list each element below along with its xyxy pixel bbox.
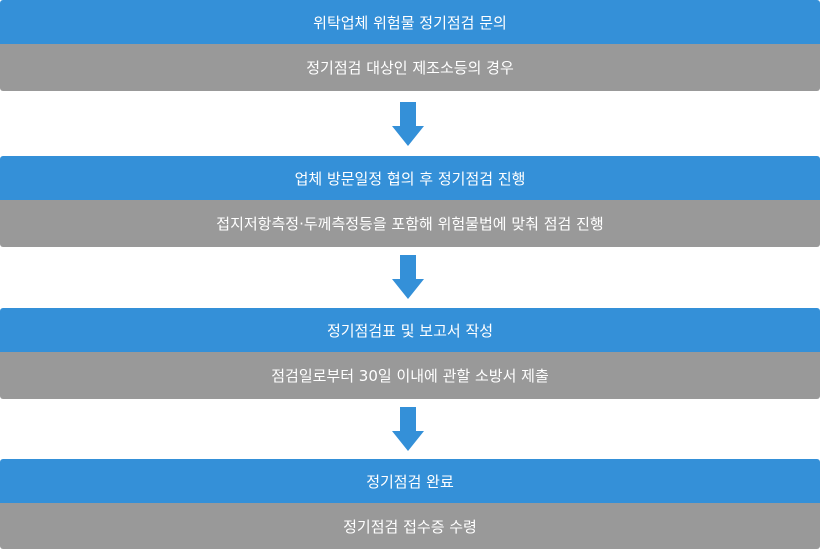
step-1: 위탁업체 위험물 정기점검 문의 정기점검 대상인 제조소등의 경우 — [0, 0, 820, 91]
arrow-down-icon — [392, 407, 424, 451]
step-description: 정기점검 대상인 제조소등의 경우 — [0, 44, 820, 91]
step-2: 업체 방문일정 협의 후 정기점검 진행 접지저항측정·두께측정등을 포함해 위… — [0, 156, 820, 247]
step-4: 정기점검 완료 정기점검 접수증 수령 — [0, 459, 820, 549]
step-title: 정기점검 완료 — [0, 459, 820, 503]
step-description: 정기점검 접수증 수령 — [0, 503, 820, 549]
step-description: 점검일로부터 30일 이내에 관할 소방서 제출 — [0, 352, 820, 399]
arrow-down-icon — [392, 255, 424, 299]
step-3: 정기점검표 및 보고서 작성 점검일로부터 30일 이내에 관할 소방서 제출 — [0, 308, 820, 399]
arrow-down-icon — [392, 102, 424, 146]
step-description: 접지저항측정·두께측정등을 포함해 위험물법에 맞춰 점검 진행 — [0, 200, 820, 247]
step-title: 위탁업체 위험물 정기점검 문의 — [0, 0, 820, 44]
step-title: 업체 방문일정 협의 후 정기점검 진행 — [0, 156, 820, 200]
step-title: 정기점검표 및 보고서 작성 — [0, 308, 820, 352]
